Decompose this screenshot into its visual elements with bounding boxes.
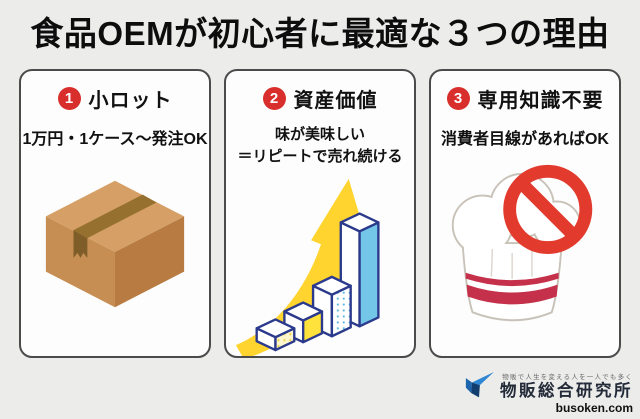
growth-chart-illustration [226, 171, 414, 356]
bar-4 [339, 212, 380, 328]
card-no-expertise: 3 専用知識不要 消費者目線があればOK [429, 68, 621, 358]
card2-text: 味が美味しい ＝リピートで売れ続ける [226, 124, 414, 169]
prohibition-sign [503, 164, 593, 254]
card2-heading: 2 資産価値 [226, 84, 414, 113]
card3-line1: 消費者目線があればOK [440, 130, 609, 148]
card2-heading-label: 資産価値 [293, 89, 378, 112]
number-badge-3: 3 [446, 86, 470, 110]
busoken-logo-icon [465, 372, 494, 398]
card3-heading: 3 専用知識不要 [431, 84, 619, 113]
hat-stripe-thick [466, 284, 558, 305]
brand-domain: busoken.com [555, 400, 633, 415]
card1-text: 1万円・1ケース〜発注OK [21, 128, 209, 152]
page-title: 食品OEMが初心者に最適な３つの理由 [30, 15, 610, 52]
card-small-lot: 1 小ロット 1万円・1ケース〜発注OK [19, 68, 211, 358]
card2-line2: ＝リピートで売れ続ける [237, 148, 403, 166]
card-asset-value: 2 資産価値 味が美味しい ＝リピートで売れ続ける [224, 68, 416, 358]
cardboard-box-illustration [21, 174, 209, 314]
up-arrow [235, 178, 370, 356]
hat-pleats [490, 248, 533, 279]
card2-line1: 味が美味しい [274, 125, 365, 143]
rising-chart-icon [235, 178, 380, 356]
brand-name: 物販総合研究所 [500, 382, 633, 401]
tape-end [73, 230, 88, 258]
number-badge-1: 1 [57, 86, 81, 110]
bar-1 [254, 318, 295, 352]
brand-tagline: 物販で人生を変える人を一人でも多く [502, 374, 633, 382]
chef-hat-prohibition-icon [451, 164, 593, 322]
card1-heading: 1 小ロット [21, 84, 209, 113]
cards-row: 1 小ロット 1万円・1ケース〜発注OK 2 資産価値 味が美味しい ＝リピート… [0, 68, 640, 358]
number-badge-2: 2 [262, 86, 286, 110]
hat-stripe-thin [465, 272, 559, 286]
card1-line1: 1万円・1ケース〜発注OK [22, 130, 208, 148]
card3-text: 消費者目線があればOK [431, 128, 619, 152]
chef-hat-illustration [431, 158, 619, 340]
card3-heading-label: 専用知識不要 [477, 89, 604, 112]
brand-footer: 物販で人生を変える人を一人でも多く 物販総合研究所 busoken.com [464, 371, 633, 415]
cardboard-box-icon [45, 180, 185, 308]
card1-heading-label: 小ロット [88, 89, 173, 112]
tape-strip [73, 194, 157, 238]
